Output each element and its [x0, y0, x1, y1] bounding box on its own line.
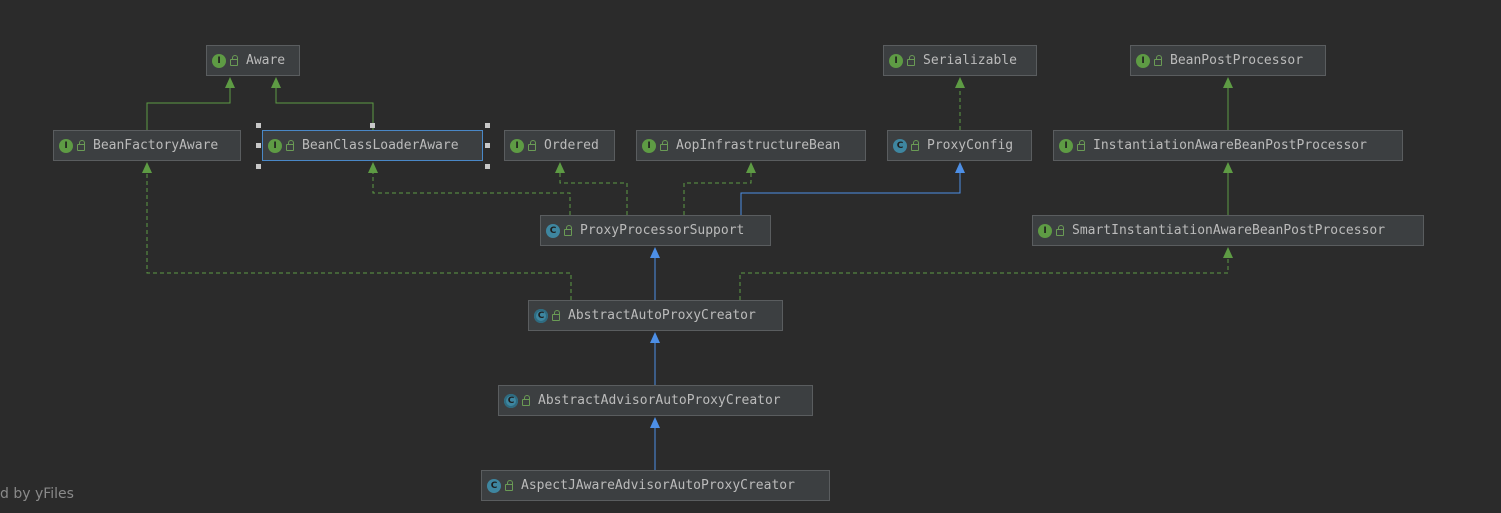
node-aware[interactable]: I Aware: [206, 45, 300, 76]
lock-icon: [911, 140, 919, 151]
lock-icon: [505, 480, 513, 491]
node-label: SmartInstantiationAwareBeanPostProcessor: [1072, 223, 1386, 238]
edge-arrowhead: [746, 162, 756, 173]
abstract-class-icon: C: [504, 393, 518, 408]
interface-icon: I: [59, 138, 73, 153]
selection-handle[interactable]: [256, 164, 261, 169]
node-bean-post-processor[interactable]: I BeanPostProcessor: [1130, 45, 1326, 76]
class-icon: C: [893, 138, 907, 153]
selection-handle[interactable]: [256, 143, 261, 148]
selection-handle[interactable]: [485, 143, 490, 148]
edge-arrowhead: [225, 77, 235, 88]
edge-arrowhead: [271, 77, 281, 88]
edge-implements-10: [146, 172, 572, 300]
lock-icon: [1056, 225, 1064, 236]
edge-arrowhead: [955, 77, 965, 88]
node-label: Ordered: [544, 138, 599, 153]
lock-icon: [77, 140, 85, 151]
lock-icon: [286, 140, 294, 151]
edge-arrowhead: [955, 162, 965, 173]
node-bean-class-loader-aware[interactable]: I BeanClassLoaderAware: [262, 130, 483, 161]
edge-arrowhead: [1223, 77, 1233, 88]
lock-icon: [1154, 55, 1162, 66]
node-bean-factory-aware[interactable]: I BeanFactoryAware: [53, 130, 241, 161]
node-smart-instantiation-aware-bean-post-processor[interactable]: I SmartInstantiationAwareBeanPostProcess…: [1032, 215, 1424, 246]
selection-handle[interactable]: [485, 164, 490, 169]
lock-icon: [660, 140, 668, 151]
node-label: BeanFactoryAware: [93, 138, 219, 153]
node-label: InstantiationAwareBeanPostProcessor: [1093, 138, 1367, 153]
lock-icon: [1077, 140, 1085, 151]
lock-icon: [522, 395, 530, 406]
interface-icon: I: [268, 138, 282, 153]
node-label: ProxyProcessorSupport: [580, 223, 745, 238]
node-label: BeanPostProcessor: [1170, 53, 1304, 68]
edge-implements-6: [372, 172, 571, 215]
node-label: AbstractAutoProxyCreator: [568, 308, 756, 323]
edge-arrowhead: [650, 332, 660, 343]
selection-handle[interactable]: [370, 123, 375, 128]
edge-extends-0: [146, 87, 231, 130]
edge-implements-11: [739, 257, 1229, 300]
lock-icon: [564, 225, 572, 236]
interface-icon: I: [1059, 138, 1073, 153]
node-label: AbstractAdvisorAutoProxyCreator: [538, 393, 781, 408]
interface-icon: I: [1136, 53, 1150, 68]
lock-icon: [230, 55, 238, 66]
selection-handle[interactable]: [256, 123, 261, 128]
node-abstract-auto-proxy-creator[interactable]: C AbstractAutoProxyCreator: [528, 300, 783, 331]
edge-arrowhead: [1223, 162, 1233, 173]
node-abstract-advisor-auto-proxy-creator[interactable]: C AbstractAdvisorAutoProxyCreator: [498, 385, 813, 416]
node-label: Aware: [246, 53, 286, 68]
node-serializable[interactable]: I Serializable: [883, 45, 1037, 76]
node-label: ProxyConfig: [927, 138, 1014, 153]
edge-arrowhead: [650, 247, 660, 258]
abstract-class-icon: C: [534, 308, 548, 323]
edge-extends-1: [275, 87, 374, 130]
edge-arrowhead: [555, 162, 565, 173]
interface-icon: I: [212, 53, 226, 68]
lock-icon: [528, 140, 536, 151]
class-icon: C: [487, 478, 501, 493]
node-ordered[interactable]: I Ordered: [504, 130, 615, 161]
edge-arrowhead: [368, 162, 378, 173]
node-aop-infrastructure-bean[interactable]: I AopInfrastructureBean: [636, 130, 866, 161]
edge-class-extends-8: [740, 172, 961, 215]
interface-icon: I: [889, 53, 903, 68]
edge-implements-7: [683, 172, 752, 215]
node-aspectj-aware-advisor-auto-proxy-creator[interactable]: C AspectJAwareAdvisorAutoProxyCreator: [481, 470, 830, 501]
edge-arrowhead: [650, 417, 660, 428]
edge-implements-5: [559, 172, 628, 215]
edge-arrowhead: [1223, 247, 1233, 258]
interface-icon: I: [1038, 223, 1052, 238]
lock-icon: [552, 310, 560, 321]
selection-handle[interactable]: [485, 123, 490, 128]
node-label: AopInfrastructureBean: [676, 138, 841, 153]
node-label: AspectJAwareAdvisorAutoProxyCreator: [521, 478, 795, 493]
interface-icon: I: [510, 138, 524, 153]
node-label: Serializable: [923, 53, 1017, 68]
yfiles-watermark: d by yFiles: [0, 486, 74, 502]
node-proxy-config[interactable]: C ProxyConfig: [887, 130, 1032, 161]
lock-icon: [907, 55, 915, 66]
class-icon: C: [546, 223, 560, 238]
node-label: BeanClassLoaderAware: [302, 138, 459, 153]
interface-icon: I: [642, 138, 656, 153]
edge-arrowhead: [142, 162, 152, 173]
node-instantiation-aware-bean-post-processor[interactable]: I InstantiationAwareBeanPostProcessor: [1053, 130, 1403, 161]
node-proxy-processor-support[interactable]: C ProxyProcessorSupport: [540, 215, 771, 246]
